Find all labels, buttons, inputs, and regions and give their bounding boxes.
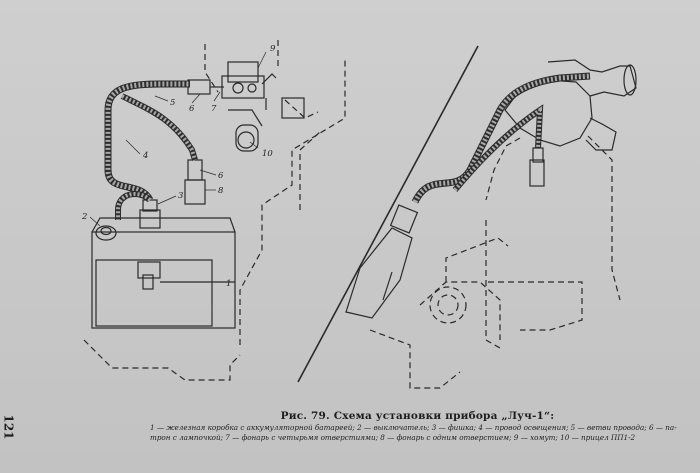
frame-edge bbox=[297, 45, 479, 383]
machine-outline-right bbox=[369, 135, 621, 389]
legend-line-2: трон с лампочкой; 7 — фонарь с четырьмя … bbox=[150, 433, 636, 442]
callout-2: 2 bbox=[81, 212, 87, 222]
callout-3: 3 bbox=[178, 191, 183, 201]
sight-pp1-2 bbox=[228, 97, 305, 152]
callout-10: 10 bbox=[262, 149, 273, 159]
callout-5: 5 bbox=[170, 98, 175, 108]
machine-outline-left bbox=[83, 40, 346, 381]
figure-legend: 1 — железная коробка с аккумуляторной ба… bbox=[150, 423, 685, 443]
headlamp-right bbox=[345, 204, 419, 319]
switch bbox=[95, 225, 117, 241]
cable-branches-left bbox=[104, 80, 198, 220]
lamp-four-holes bbox=[187, 61, 277, 110]
callout-8: 8 bbox=[218, 186, 224, 196]
callout-1: 1 bbox=[226, 279, 231, 289]
legend-line-1: 1 — железная коробка с аккумуляторной ба… bbox=[150, 423, 677, 432]
page-number: 121 bbox=[1, 414, 16, 440]
callout-9: 9 bbox=[270, 44, 276, 54]
connector bbox=[139, 199, 161, 229]
lamp-right bbox=[529, 147, 545, 187]
callout-6b: 6 bbox=[218, 171, 224, 181]
turret-outline bbox=[504, 59, 637, 151]
lamp-one-hole bbox=[184, 159, 206, 205]
callout-4: 4 bbox=[142, 151, 148, 161]
figure-caption: Рис. 79. Схема установки прибора „Луч-1“… bbox=[150, 410, 685, 443]
callout-7: 7 bbox=[211, 104, 217, 114]
battery-box bbox=[91, 217, 236, 329]
figure-title: Рис. 79. Схема установки прибора „Луч-1“… bbox=[280, 410, 555, 422]
callout-6a: 6 bbox=[189, 104, 195, 114]
cable-branches-right bbox=[411, 72, 591, 204]
